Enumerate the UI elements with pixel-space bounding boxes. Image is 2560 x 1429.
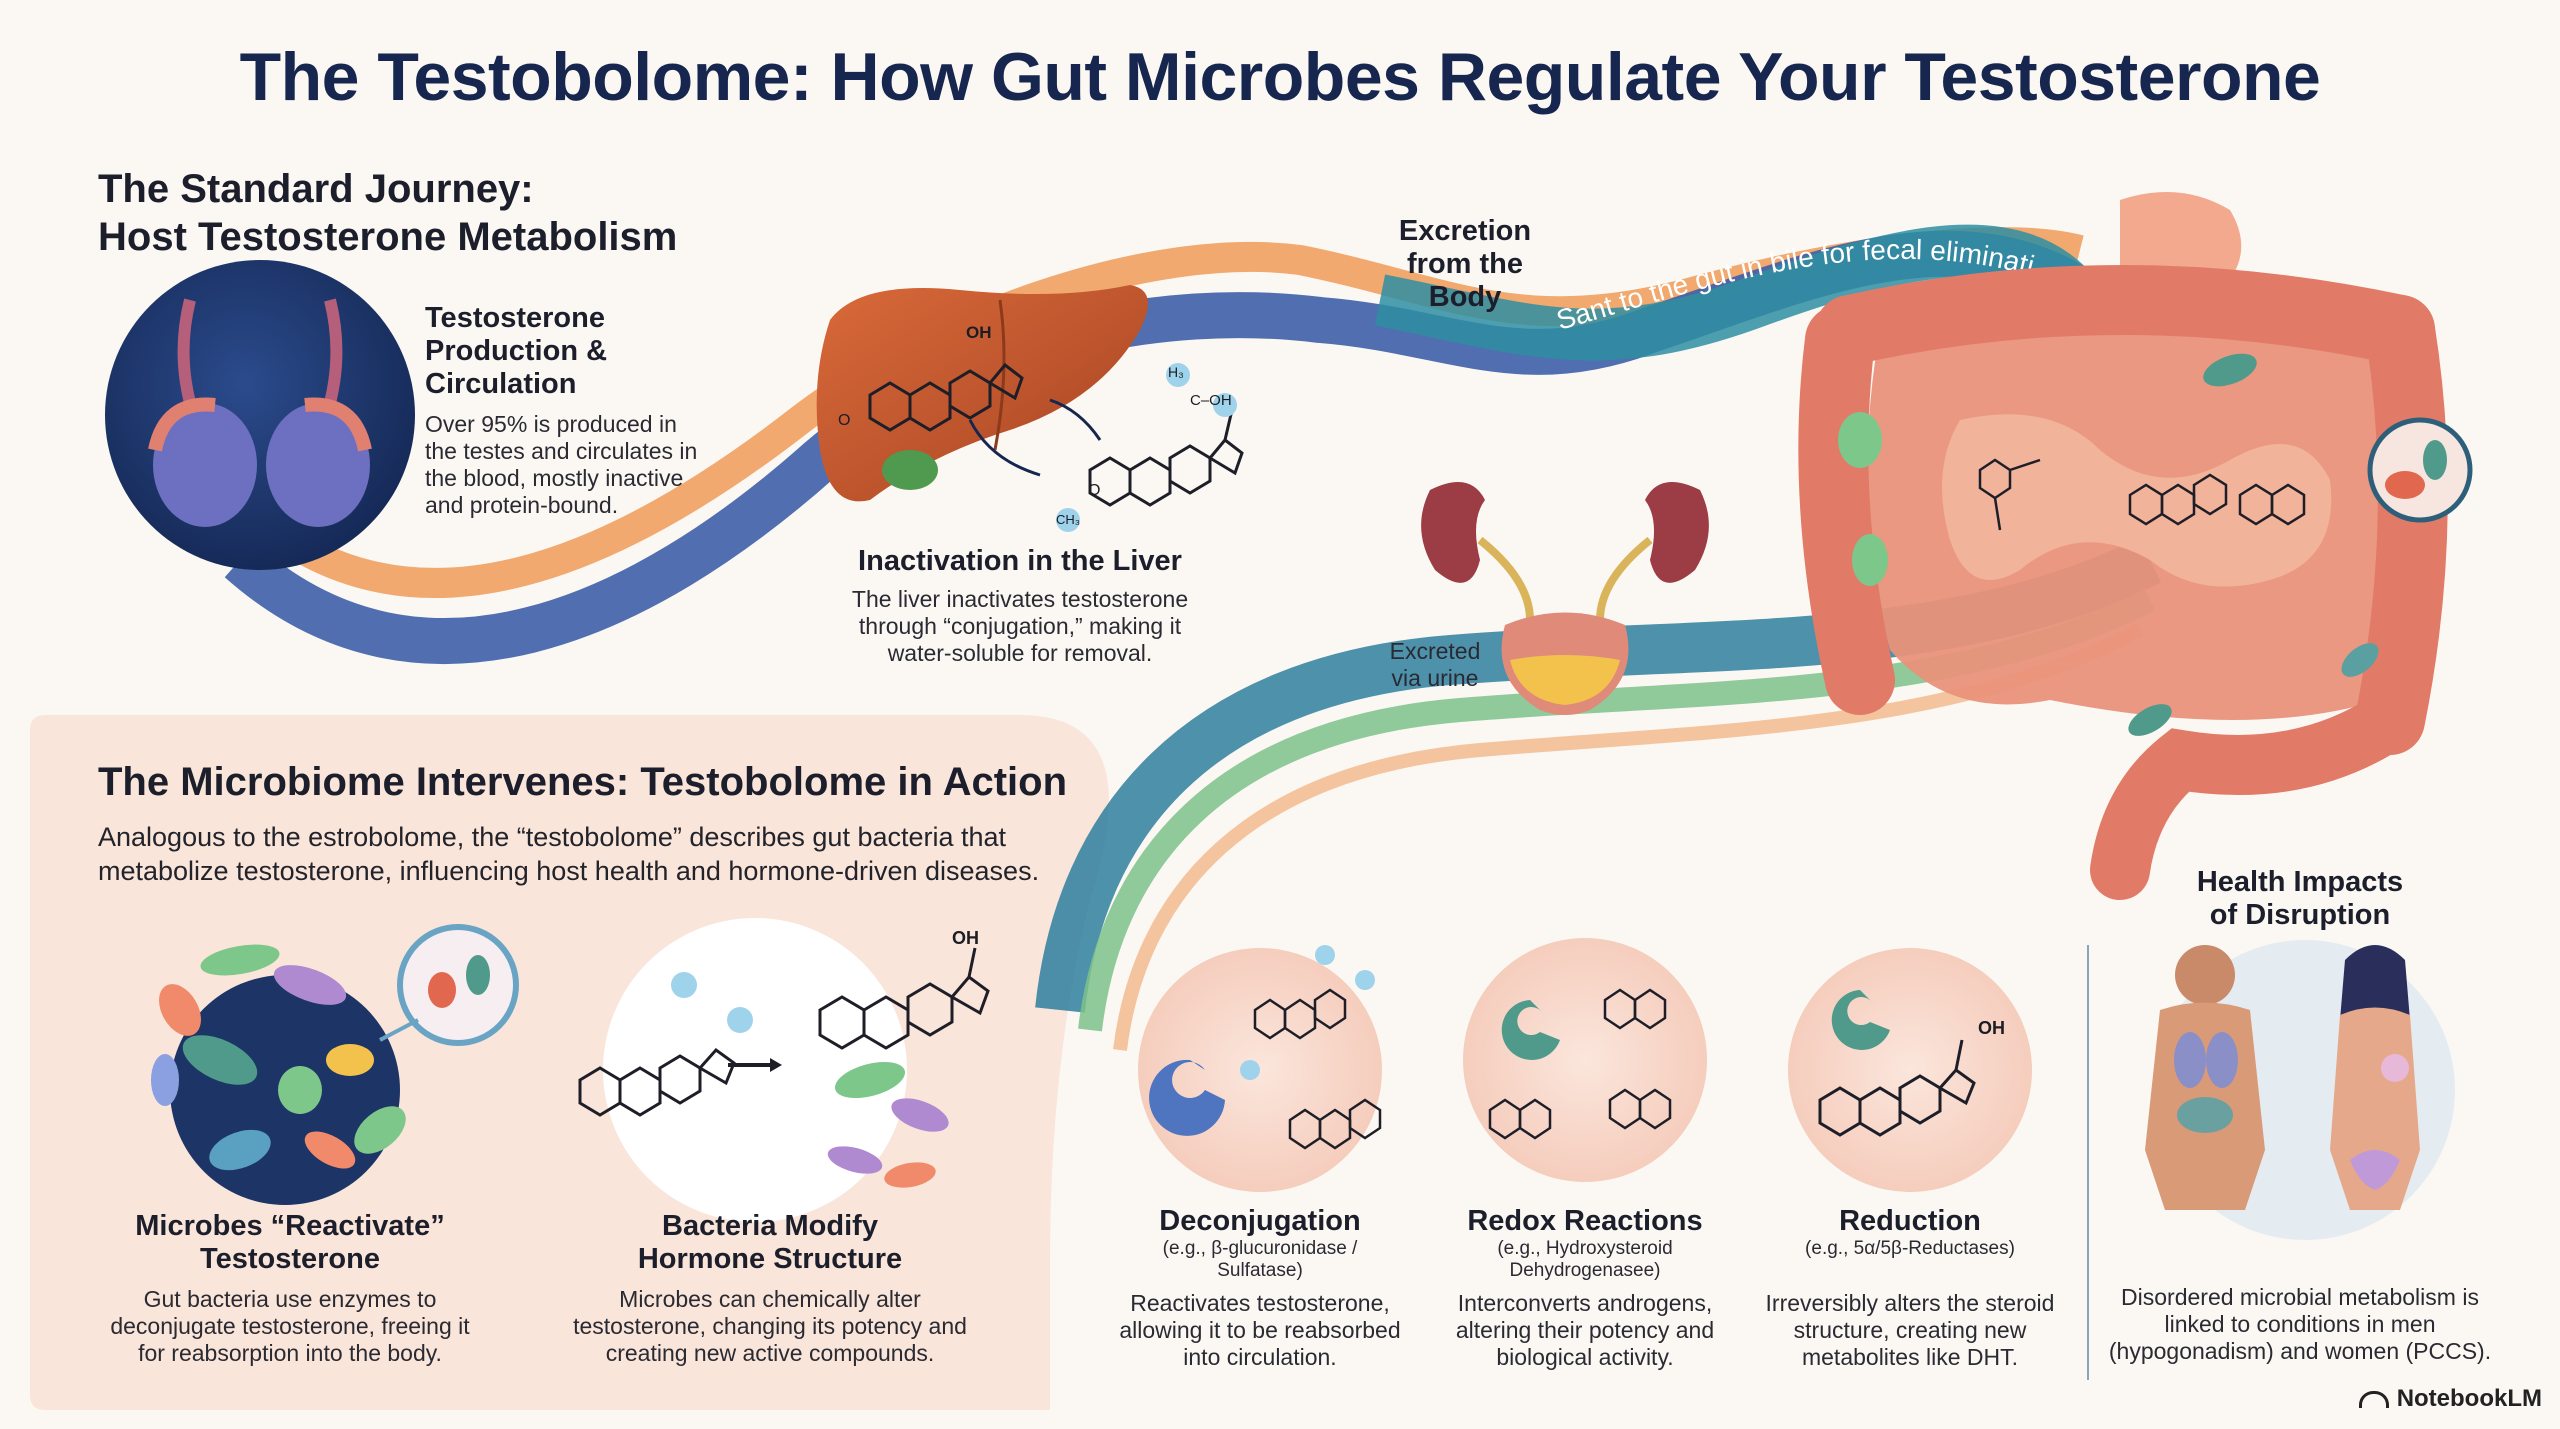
production-block: Testosterone Production & Circulation Ov… bbox=[425, 302, 755, 519]
redox-title: Redox Reactions bbox=[1467, 1205, 1703, 1237]
excretion-block: Excretion from the Body bbox=[1370, 215, 1560, 314]
human-figures-illustration bbox=[2145, 940, 2455, 1240]
inactive-o-label: O bbox=[1088, 482, 1101, 499]
deconjugation-enzyme-line2: Sulfatase) bbox=[1217, 1260, 1303, 1281]
production-title-line2: Production & bbox=[425, 335, 608, 367]
reactivate-title-line2: Testosterone bbox=[200, 1243, 380, 1275]
modify-title-line1: Bacteria Modify bbox=[662, 1210, 878, 1242]
redox-body-line2: altering their potency and bbox=[1455, 1317, 1715, 1343]
modify-body-line2: testosterone, changing its potency and bbox=[573, 1313, 967, 1339]
impacts-body-line1: Disordered microbial metabolism is bbox=[2121, 1284, 2479, 1310]
deconjugation-body-line1: Reactivates testosterone, bbox=[1130, 1290, 1390, 1316]
urinary-illustration bbox=[1421, 482, 1709, 715]
redox-illustration bbox=[1463, 938, 1707, 1182]
intestine-molecules bbox=[1978, 458, 2306, 531]
production-body-line3: the blood, mostly inactive bbox=[425, 465, 684, 491]
redox-body-line3: biological activity. bbox=[1496, 1344, 1674, 1370]
liver-title: Inactivation in the Liver bbox=[858, 545, 1182, 577]
h3-atom bbox=[1166, 363, 1190, 387]
excretion-title-line3: Body bbox=[1428, 281, 1502, 313]
liver-o-label: O bbox=[838, 412, 851, 429]
liver-body-line2: through “conjugation,” making it bbox=[858, 613, 1182, 639]
impacts-body-line3: (hypogonadism) and women (PCCS). bbox=[2108, 1338, 2492, 1364]
production-title-line1: Testosterone bbox=[425, 302, 605, 334]
reactivate-body-line1: Gut bacteria use enzymes to bbox=[143, 1286, 437, 1312]
deconjugation-block: Deconjugation (e.g., β-glucuronidase / S… bbox=[1100, 1205, 1420, 1371]
liver-body-line1: The liver inactivates testosterone bbox=[851, 586, 1189, 612]
notebooklm-logo-icon bbox=[2358, 1390, 2389, 1408]
impacts-title: Health Impacts of Disruption bbox=[2150, 866, 2450, 932]
ribbon-lower-orange bbox=[1113, 623, 2144, 1051]
modify-block: Bacteria Modify Hormone Structure Microb… bbox=[540, 1210, 1000, 1367]
production-body-line2: the testes and circulates in bbox=[425, 438, 698, 464]
urine-line1: Excreted bbox=[1389, 638, 1481, 664]
liver-molecules bbox=[868, 362, 1244, 507]
h3-label: H₃ bbox=[1168, 364, 1184, 380]
production-body-line1: Over 95% is produced in bbox=[425, 411, 677, 437]
microbiome-intro: Analogous to the estrobolome, the “testo… bbox=[98, 820, 1118, 888]
impacts-body: Disordered microbial metabolism is linke… bbox=[2100, 1284, 2500, 1365]
production-body-line4: and protein-bound. bbox=[425, 492, 619, 518]
ch3-label: CH₃ bbox=[1056, 512, 1081, 527]
standard-journey-heading: The Standard Journey: Host Testosterone … bbox=[98, 165, 858, 261]
liver-body-line3: water-soluble for removal. bbox=[887, 640, 1153, 666]
deconjugation-body-line3: into circulation. bbox=[1183, 1344, 1337, 1370]
urine-label: Excreted via urine bbox=[1355, 638, 1515, 692]
notebooklm-brand: NotebookLM bbox=[2358, 1385, 2542, 1413]
impacts-body-line2: linked to conditions in men bbox=[2164, 1311, 2436, 1337]
deconjugation-illustration bbox=[1138, 945, 1382, 1192]
redox-enzyme-line2: Dehydrogenasee) bbox=[1509, 1260, 1661, 1281]
redox-body-line1: Interconverts androgens, bbox=[1457, 1290, 1713, 1316]
reduction-block: Reduction (e.g., 5α/5β-Reductases) Irrev… bbox=[1750, 1205, 2070, 1371]
redox-enzyme-line1: (e.g., Hydroxysteroid bbox=[1497, 1238, 1673, 1259]
ribbon-teal bbox=[1374, 224, 2101, 361]
reactivate-block: Microbes “Reactivate” Testosterone Gut b… bbox=[100, 1210, 480, 1367]
reduction-enzyme-line1: (e.g., 5α/5β-Reductases) bbox=[1805, 1238, 2015, 1259]
reduction-body-line3: metabolites like DHT. bbox=[1801, 1344, 2019, 1370]
gut-bacteria-cluster bbox=[1838, 353, 2379, 736]
microbiome-heading: The Microbiome Intervenes: Testobolome i… bbox=[98, 760, 1068, 804]
production-title-line3: Circulation bbox=[425, 368, 577, 400]
reduction-title: Reduction bbox=[1839, 1205, 1981, 1237]
standard-heading-line1: The Standard Journey: bbox=[98, 167, 534, 211]
testes-illustration bbox=[105, 260, 415, 570]
deconjugation-title: Deconjugation bbox=[1159, 1205, 1361, 1237]
liver-block: Inactivation in the Liver The liver inac… bbox=[800, 545, 1240, 667]
modify-title-line2: Hormone Structure bbox=[637, 1243, 903, 1275]
reduction-body-line2: structure, creating new bbox=[1793, 1317, 2027, 1343]
page-title: The Testobolome: How Gut Microbes Regula… bbox=[239, 39, 2321, 115]
modify-body-line3: creating new active compounds. bbox=[605, 1340, 935, 1366]
ch3-atom bbox=[1056, 508, 1080, 532]
reactivate-body-line3: for reabsorption into the body. bbox=[138, 1340, 442, 1366]
c-oh-label: C–OH bbox=[1190, 392, 1232, 409]
urine-line2: via urine bbox=[1391, 665, 1479, 691]
intro-line1: Analogous to the estrobolome, the “testo… bbox=[98, 822, 1007, 852]
modify-structure-illustration bbox=[578, 918, 990, 1222]
modify-body-line1: Microbes can chemically alter bbox=[619, 1286, 921, 1312]
reduction-illustration bbox=[1788, 948, 2032, 1192]
modify-oh-label: OH bbox=[952, 928, 979, 948]
microbe-cluster-illustration bbox=[151, 924, 519, 1205]
intestine-illustration bbox=[1798, 192, 2473, 900]
excretion-title-line2: from the bbox=[1407, 248, 1523, 280]
impacts-title-line2: of Disruption bbox=[2209, 899, 2391, 931]
intro-line2: metabolize testosterone, influencing hos… bbox=[98, 856, 1040, 886]
standard-heading-line2: Host Testosterone Metabolism bbox=[98, 215, 678, 259]
impacts-title-line1: Health Impacts bbox=[2196, 866, 2404, 898]
deconjugation-enzyme-line1: (e.g., β-glucuronidase / bbox=[1162, 1238, 1358, 1259]
reduction-body-line1: Irreversibly alters the steroid bbox=[1765, 1290, 2055, 1316]
liver-oh-label: OH bbox=[966, 323, 992, 342]
microbiome-panel bbox=[30, 715, 1109, 1410]
reactivate-title-line1: Microbes “Reactivate” bbox=[135, 1210, 445, 1242]
redox-block: Redox Reactions (e.g., Hydroxysteroid De… bbox=[1430, 1205, 1740, 1371]
reduction-oh-label: OH bbox=[1978, 1018, 2005, 1038]
liver-illustration bbox=[816, 285, 1148, 502]
oh-atom bbox=[1213, 393, 1237, 417]
deconjugation-body-line2: allowing it to be reabsorbed bbox=[1119, 1317, 1401, 1343]
reactivate-body-line2: deconjugate testosterone, freeing it bbox=[110, 1313, 470, 1339]
excretion-title-line1: Excretion bbox=[1398, 215, 1532, 247]
brand-label: NotebookLM bbox=[2396, 1385, 2542, 1412]
